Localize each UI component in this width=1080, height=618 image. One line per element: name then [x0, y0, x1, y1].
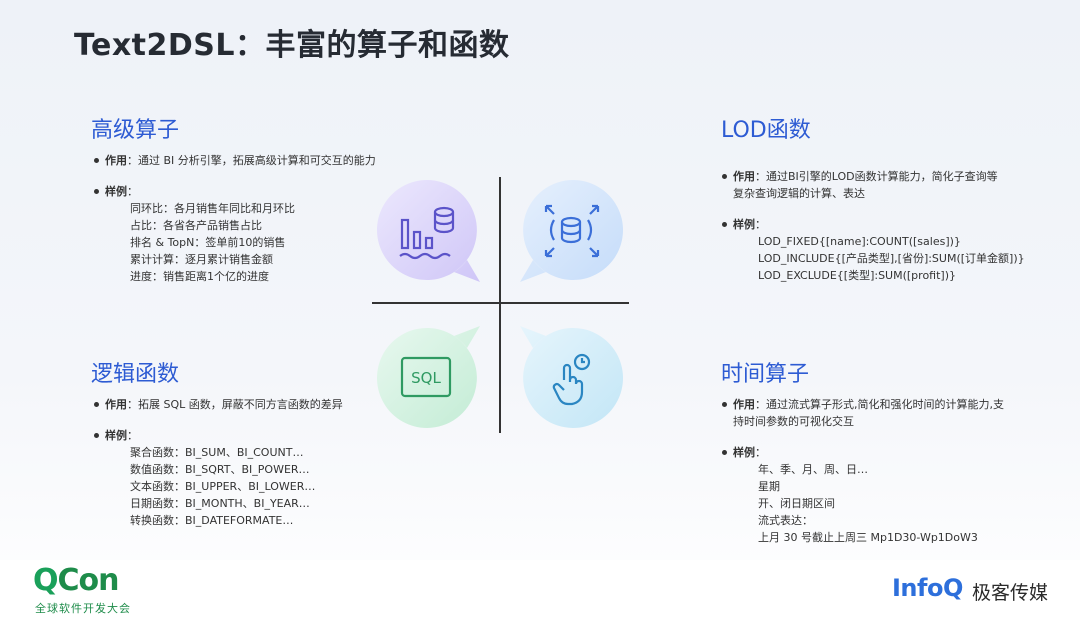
section-heading-logic: 逻辑函数: [91, 362, 180, 387]
example-item: 流式表达：: [758, 514, 813, 527]
example-item: 排名 & TopN：签单前10的销售: [130, 236, 286, 249]
examples-line: 样例：: [720, 444, 1004, 461]
example-item: LOD_FIXED{[name]:COUNT([sales])}: [758, 235, 961, 248]
database-expand-icon: [544, 204, 600, 258]
examples-label: 样例: [105, 429, 127, 442]
qcon-tagline: 全球软件开发大会: [35, 602, 131, 615]
examples-label: 样例: [733, 218, 755, 231]
example-item: 聚合函数：BI_SUM、BI_COUNT…: [130, 446, 304, 459]
example-item: 文本函数：BI_UPPER、BI_LOWER…: [130, 480, 316, 493]
examples-colon: ：: [755, 218, 766, 231]
section-heading-advanced: 高级算子: [91, 118, 180, 143]
section-heading-lod: LOD函数: [721, 118, 811, 143]
qcon-logo-q: Q: [33, 563, 58, 598]
purpose-line: 作用：通过流式算子形式,简化和强化时间的计算能力,支: [720, 396, 1004, 413]
geek-media-logo: 极客传媒: [972, 582, 1049, 604]
example-item: 年、季、月、周、日…: [758, 463, 868, 476]
example-item: 转换函数：BI_DATEFORMATE…: [130, 514, 294, 527]
bubble-advanced: [377, 180, 480, 282]
bubble-logic: SQL: [377, 326, 480, 428]
page-title: Text2DSL：丰富的算子和函数: [74, 28, 510, 63]
examples-colon: ：: [755, 446, 766, 459]
chart-database-icon: [399, 206, 455, 260]
qcon-logo: QCon: [33, 563, 119, 598]
example-item: 占比：各省各产品销售占比: [130, 219, 262, 232]
examples-label: 样例: [733, 446, 755, 459]
qcon-logo-text: Con: [57, 563, 120, 598]
center-divider-vertical: [499, 177, 501, 433]
example-item: 星期: [758, 480, 780, 493]
examples-colon: ：: [127, 429, 138, 442]
examples-label: 样例: [105, 185, 127, 198]
purpose-line: 作用：拓展 SQL 函数，屏蔽不同方言函数的差异: [92, 396, 343, 413]
infoq-logo: InfoQ: [892, 574, 963, 602]
bubble-lod: [520, 180, 623, 282]
bubble-time: [520, 326, 623, 428]
purpose-line: 作用：通过 BI 分析引擎，拓展高级计算和可交互的能力: [92, 152, 376, 169]
purpose-label: 作用: [105, 398, 127, 411]
examples-line: 样例：: [92, 183, 376, 200]
purpose-line: 作用：通过BI引擎的LOD函数计算能力，简化子查询等: [720, 168, 1025, 185]
example-item: 进度：销售距离1个亿的进度: [130, 270, 269, 283]
purpose-label: 作用: [733, 398, 755, 411]
section-heading-time: 时间算子: [721, 362, 810, 387]
purpose-text: ：通过流式算子形式,简化和强化时间的计算能力,支: [755, 398, 1004, 411]
footer-bar: [0, 560, 1080, 618]
section-body-time: 作用：通过流式算子形式,简化和强化时间的计算能力,支 持时间参数的可视化交互 样…: [720, 396, 1004, 546]
touch-clock-icon: [552, 353, 591, 406]
example-item: 开、闭日期区间: [758, 497, 835, 510]
section-body-lod: 作用：通过BI引擎的LOD函数计算能力，简化子查询等 复杂查询逻辑的计算、表达 …: [720, 168, 1025, 284]
sql-icon-label: SQL: [411, 369, 441, 387]
example-item: 日期函数：BI_MONTH、BI_YEAR…: [130, 497, 310, 510]
purpose-text-cont: 持时间参数的可视化交互: [733, 415, 854, 428]
section-body-advanced: 作用：通过 BI 分析引擎，拓展高级计算和可交互的能力 样例： 同环比：各月销售…: [92, 152, 376, 285]
sql-icon: SQL: [400, 356, 452, 398]
example-item: 数值函数：BI_SQRT、BI_POWER…: [130, 463, 310, 476]
examples-colon: ：: [127, 185, 138, 198]
purpose-text: ：拓展 SQL 函数，屏蔽不同方言函数的差异: [127, 398, 343, 411]
purpose-label: 作用: [105, 154, 127, 167]
examples-line: 样例：: [720, 216, 1025, 233]
example-item: 同环比：各月销售年同比和月环比: [130, 202, 295, 215]
purpose-text-cont: 复杂查询逻辑的计算、表达: [733, 187, 865, 200]
purpose-label: 作用: [733, 170, 755, 183]
example-item: 累计计算：逐月累计销售金额: [130, 253, 273, 266]
purpose-text: ：通过BI引擎的LOD函数计算能力，简化子查询等: [755, 170, 998, 183]
example-item: LOD_INCLUDE{[产品类型],[省份]:SUM([订单金额])}: [758, 252, 1025, 265]
example-item: 上月 30 号截止上周三 Mp1D30-Wp1DoW3: [758, 531, 978, 544]
purpose-text: ：通过 BI 分析引擎，拓展高级计算和可交互的能力: [127, 154, 376, 167]
section-body-logic: 作用：拓展 SQL 函数，屏蔽不同方言函数的差异 样例： 聚合函数：BI_SUM…: [92, 396, 343, 529]
examples-line: 样例：: [92, 427, 343, 444]
example-item: LOD_EXCLUDE{[类型]:SUM([profit])}: [758, 269, 956, 282]
